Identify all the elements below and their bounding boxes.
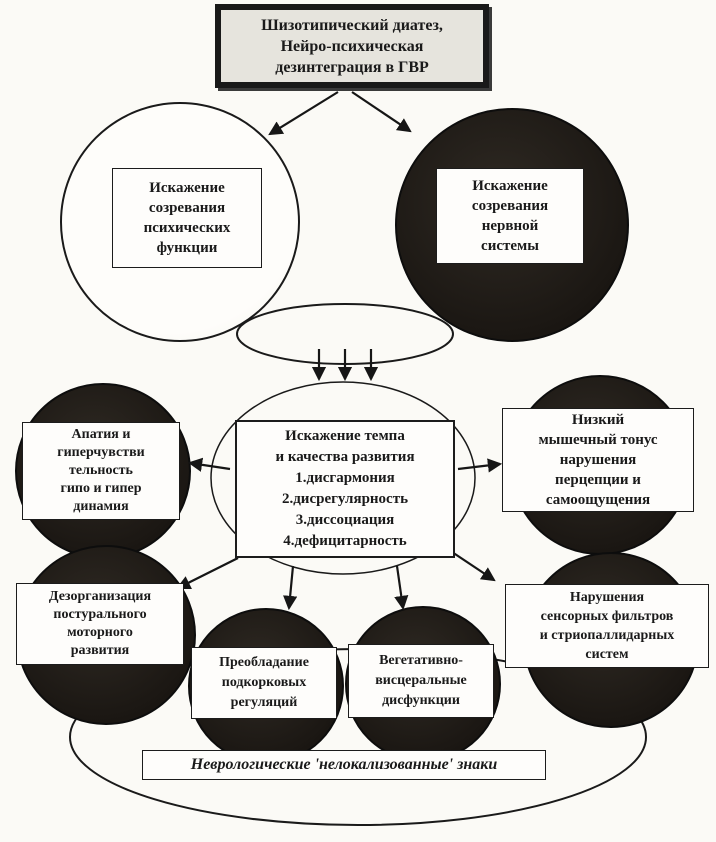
label-maturation-psychic: Искажение созревания психических функции bbox=[112, 168, 262, 268]
label-maturation-nervous-text: Искажение созревания нервной системы bbox=[471, 178, 549, 254]
label-subcortical: Преобладание подкорковых регуляций bbox=[191, 647, 337, 719]
label-low-tone: Низкий мышечный тонус нарушения перцепци… bbox=[502, 408, 694, 512]
label-vegetative: Вегетативно- висцеральные дисфункции bbox=[348, 644, 494, 718]
label-apathy: Апатия и гиперчувстви тельность гипо и г… bbox=[22, 422, 180, 520]
label-subcortical-text: Преобладание подкорковых регуляций bbox=[219, 655, 309, 710]
label-maturation-nervous: Искажение созревания нервной системы bbox=[436, 168, 584, 264]
arrow-center-to-sensory bbox=[451, 551, 496, 582]
label-postural: Дезорганизация постурального моторного р… bbox=[16, 583, 184, 665]
arrow-center-to-apathy bbox=[187, 457, 231, 472]
center-box-text: Искажение темпа и качества развития 1.ди… bbox=[275, 428, 415, 549]
arrow-center-to-postural bbox=[176, 557, 239, 589]
title-box: Шизотипический диатез, Нейро-психическая… bbox=[215, 4, 489, 88]
arrow-title-to-right-circle bbox=[351, 91, 412, 133]
label-neurological-signs: Неврологические 'нелокализованные' знаки bbox=[142, 750, 546, 780]
arrow-title-to-left-circle bbox=[268, 91, 339, 136]
label-sensory-filters: Нарушения сенсорных фильтров и стриопалл… bbox=[505, 584, 709, 668]
label-vegetative-text: Вегетативно- висцеральные дисфункции bbox=[375, 653, 467, 708]
label-apathy-text: Апатия и гиперчувстви тельность гипо и г… bbox=[57, 427, 145, 514]
arrow-center-to-vegetative bbox=[394, 565, 409, 611]
label-low-tone-text: Низкий мышечный тонус нарушения перцепци… bbox=[538, 412, 658, 508]
arrow-center-to-subcortical bbox=[283, 565, 298, 611]
label-postural-text: Дезорганизация постурального моторного р… bbox=[48, 589, 152, 658]
center-box: Искажение темпа и качества развития 1.ди… bbox=[235, 420, 455, 558]
label-sensory-filters-text: Нарушения сенсорных фильтров и стриопалл… bbox=[539, 590, 675, 662]
title-text: Шизотипический диатез, Нейро-психическая… bbox=[261, 16, 443, 76]
label-neurological-signs-text: Неврологические 'нелокализованные' знаки bbox=[190, 756, 498, 773]
arrow-center-to-low-tone bbox=[457, 458, 503, 473]
label-maturation-psychic-text: Искажение созревания психических функции bbox=[143, 180, 231, 256]
